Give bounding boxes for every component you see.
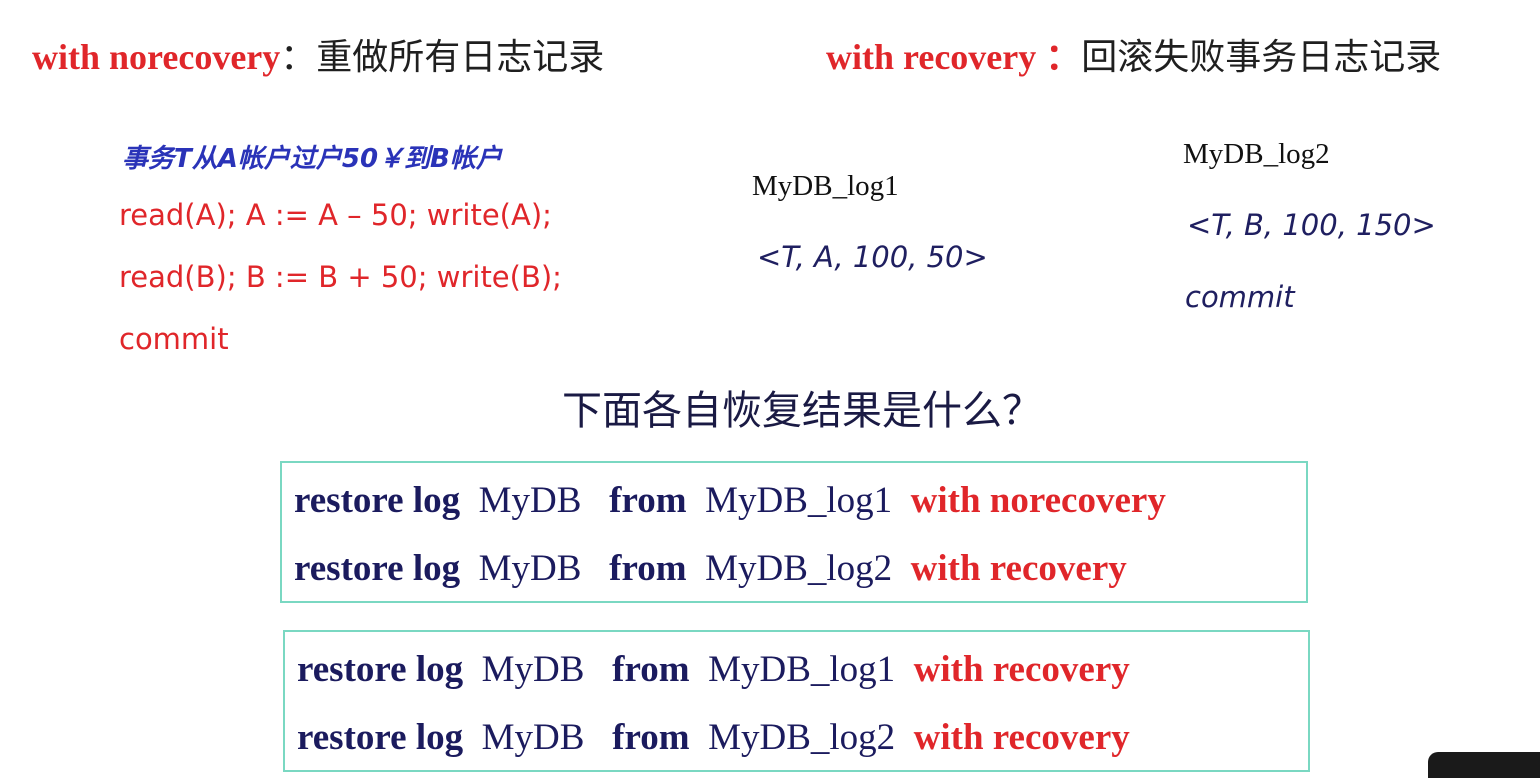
command-keyword: restore log	[297, 649, 464, 690]
command-keyword: restore log	[297, 717, 464, 758]
command-keyword: restore log	[294, 548, 461, 589]
corner-tab	[1428, 752, 1540, 778]
command-source: MyDB_log2	[708, 717, 896, 758]
header-right-separator: ：	[1036, 37, 1082, 77]
scenario-box-2: restore log MyDB from MyDB_log1 with rec…	[283, 630, 1310, 772]
header-right-description: 回滚失败事务日志记录	[1081, 37, 1442, 78]
command-from: from	[612, 717, 690, 758]
command-database: MyDB	[478, 480, 582, 521]
command-database: MyDB	[481, 717, 585, 758]
transaction-line: read(A); A := A – 50; write(A);	[119, 198, 552, 232]
log2-record: <T, B, 100, 150>	[1187, 208, 1436, 242]
scenario-box-1: restore log MyDB from MyDB_log1 with nor…	[280, 461, 1308, 603]
restore-command: restore log MyDB from MyDB_log1 with nor…	[294, 479, 1166, 522]
command-database: MyDB	[481, 649, 585, 690]
transaction-line: read(B); B := B + 50; write(B);	[119, 260, 562, 294]
transaction-line: commit	[119, 322, 229, 356]
command-keyword: restore log	[294, 480, 461, 521]
log1-record: <T, A, 100, 50>	[757, 240, 988, 274]
command-from: from	[612, 649, 690, 690]
header-left-description: 重做所有日志记录	[316, 37, 605, 78]
header-left-option: with norecovery	[32, 37, 281, 77]
header-left: with norecovery：重做所有日志记录	[32, 28, 604, 80]
log2-name: MyDB_log2	[1183, 138, 1330, 170]
header-left-separator: ：	[280, 37, 317, 78]
command-option: with recovery	[913, 649, 1130, 690]
question-heading: 下面各自恢复结果是什么？	[562, 388, 1042, 434]
transaction-title: 事务T从A帐户过户50￥到B帐户	[122, 144, 502, 174]
command-database: MyDB	[478, 548, 582, 589]
command-option: with recovery	[910, 548, 1127, 589]
command-from: from	[609, 548, 687, 589]
command-source: MyDB_log2	[705, 548, 893, 589]
restore-command: restore log MyDB from MyDB_log2 with rec…	[297, 716, 1130, 759]
command-from: from	[609, 480, 687, 521]
restore-command: restore log MyDB from MyDB_log2 with rec…	[294, 547, 1127, 590]
log1-name: MyDB_log1	[752, 170, 899, 202]
command-source: MyDB_log1	[708, 649, 896, 690]
header-right-option: with recovery	[826, 37, 1037, 77]
command-option: with norecovery	[910, 480, 1166, 521]
header-right: with recovery ：回滚失败事务日志记录	[826, 28, 1441, 80]
command-option: with recovery	[913, 717, 1130, 758]
log2-commit: commit	[1185, 280, 1295, 314]
command-source: MyDB_log1	[705, 480, 893, 521]
restore-command: restore log MyDB from MyDB_log1 with rec…	[297, 648, 1130, 691]
